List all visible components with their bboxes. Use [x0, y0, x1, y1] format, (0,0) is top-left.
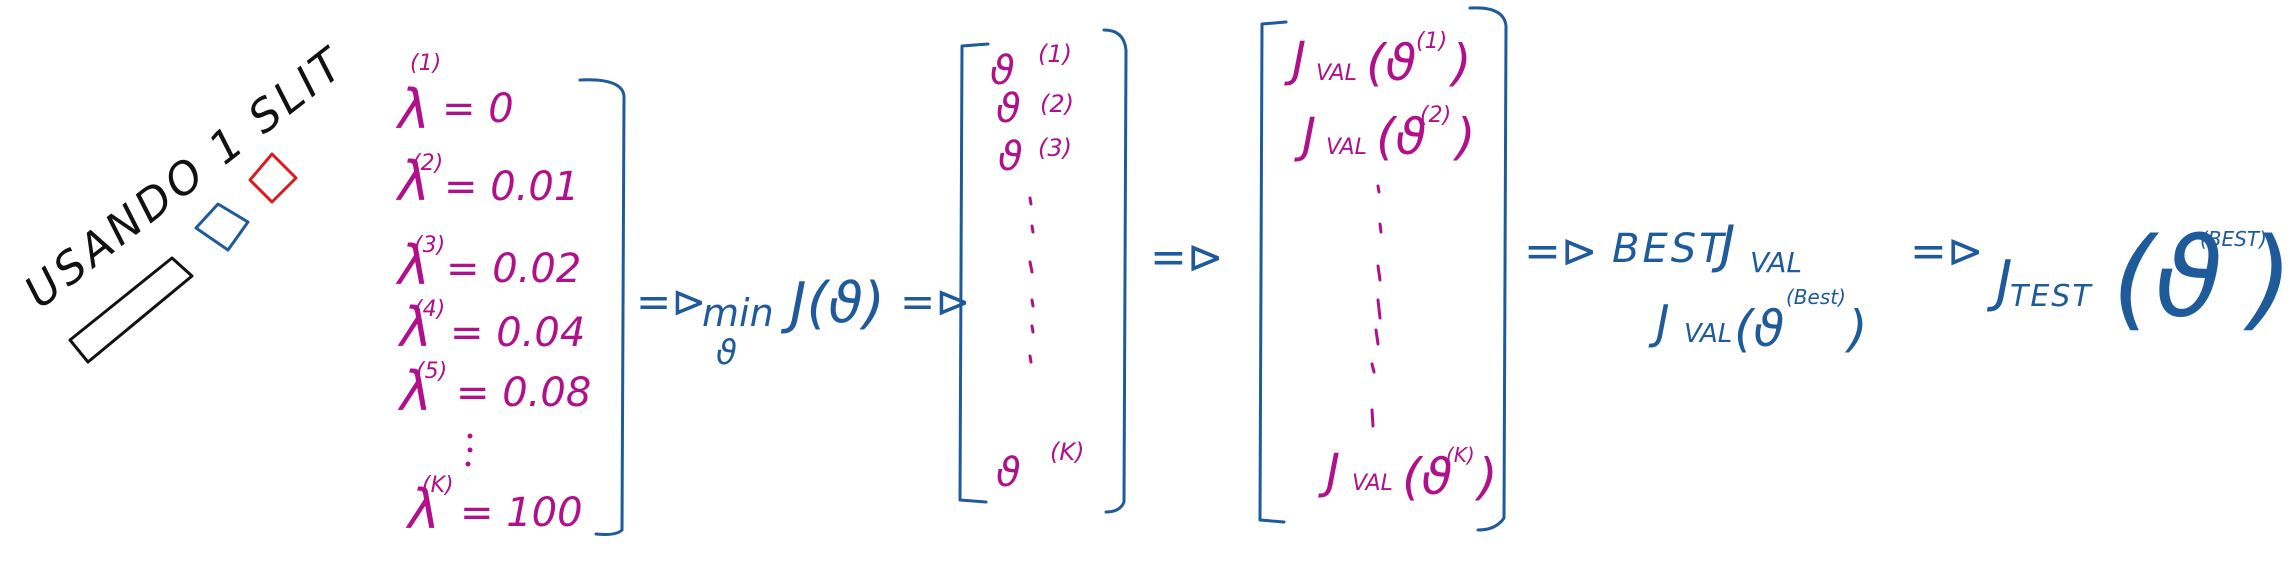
test-close-paren: )	[2243, 214, 2290, 342]
best-line2-subscript: VAL	[1684, 319, 1732, 349]
jval-superscript: (2)	[1420, 103, 1451, 128]
lambda-superscript: (4)	[414, 297, 445, 322]
lambda-value: = 0.02	[446, 246, 581, 292]
jval-argument: (ϑ	[1366, 34, 1416, 92]
jval-close-paren: )	[1474, 448, 1498, 506]
header-text: USANDO 1 SLIT	[15, 37, 355, 318]
arrow-5: =⊳	[1910, 226, 1984, 277]
jval-superscript: (K)	[1446, 443, 1475, 467]
minimize-block: min ϑ J(ϑ)	[702, 271, 885, 373]
arrow-1: =⊳	[636, 277, 706, 326]
jval-k: J VAL (ϑ (K) )	[1318, 443, 1498, 506]
jval-1: J VAL (ϑ (1) )	[1284, 29, 1472, 92]
jval-2: J VAL (ϑ (2) )	[1294, 103, 1476, 166]
lambda-symbol: λ	[395, 234, 430, 297]
arrow-3: =⊳	[1150, 232, 1224, 283]
jval-dots	[1370, 184, 1383, 428]
lambda-superscript: (K)	[422, 473, 454, 498]
jval-subscript: VAL	[1326, 135, 1367, 160]
min-label: min	[702, 291, 774, 335]
lambda-1: λ (1) = 0	[395, 51, 514, 141]
theta-close-bracket	[1102, 28, 1128, 514]
theta-superscript: (3)	[1038, 134, 1072, 162]
cost-function: J(ϑ)	[780, 271, 885, 336]
lambda-symbol: λ	[397, 296, 432, 359]
theta-superscript: (2)	[1040, 90, 1074, 118]
header-note: USANDO 1 SLIT	[15, 37, 355, 318]
theta-2: ϑ (2)	[996, 86, 1074, 132]
lambda-5: λ (5) = 0.08	[397, 359, 591, 423]
lambda-value: = 0.08	[456, 370, 591, 416]
arrow-4: =⊳	[1524, 226, 1598, 277]
lambda-dots	[465, 433, 473, 467]
lambda-superscript: (3)	[414, 233, 445, 258]
best-line2-close-paren: )	[1844, 300, 1868, 358]
black-bar-shape	[68, 256, 194, 364]
arrow-2: =⊳	[900, 277, 970, 326]
theta-dots	[1028, 196, 1035, 364]
lambda-superscript: (5)	[416, 359, 447, 384]
test-argument: (ϑ	[2112, 214, 2223, 342]
lambda-symbol: λ	[395, 78, 430, 141]
lambda-symbol: λ	[395, 150, 430, 213]
theta-symbol: ϑ	[996, 86, 1021, 132]
jval-function: J	[1294, 108, 1316, 164]
jval-close-bracket	[1468, 6, 1508, 532]
jval-close-paren: )	[1452, 108, 1476, 166]
test-function: J	[1986, 249, 2013, 314]
jval-function: J	[1284, 32, 1306, 88]
jval-subscript: VAL	[1352, 471, 1393, 496]
best-block: BEST J VAL J VAL (ϑ (Best) )	[1612, 215, 1868, 358]
lambda-superscript: (2)	[412, 151, 443, 176]
jval-function: J	[1318, 444, 1340, 500]
test-block: J TEST (ϑ (BEST) )	[1986, 214, 2290, 342]
lambda-symbol: λ	[405, 478, 440, 541]
lambda-close-bracket	[578, 78, 626, 536]
best-subscript: VAL	[1750, 246, 1802, 279]
jval-subscript: VAL	[1316, 61, 1357, 86]
blue-square-shape	[194, 202, 250, 252]
test-subscript: TEST	[2010, 279, 2093, 314]
lambda-symbol: λ	[397, 360, 432, 423]
lambda-list: λ (1) = 0 λ (2) = 0.01 λ (3) = 0.02 λ (4…	[395, 51, 591, 541]
jval-list: J VAL (ϑ (1) ) J VAL (ϑ (2) ) J VAL (ϑ (…	[1284, 29, 1498, 506]
lambda-value: = 100	[460, 490, 583, 536]
lambda-2: λ (2) = 0.01	[395, 150, 579, 213]
jval-close-paren: )	[1448, 34, 1472, 92]
lambda-3: λ (3) = 0.02	[395, 233, 581, 297]
theta-symbol: ϑ	[990, 48, 1015, 94]
test-superscript: (BEST)	[2200, 227, 2267, 251]
theta-superscript: (K)	[1050, 438, 1084, 466]
best-line2-superscript: (Best)	[1786, 285, 1846, 309]
theta-1: ϑ (1)	[990, 40, 1072, 94]
theta-open-bracket	[958, 42, 990, 504]
lambda-value: = 0.01	[444, 164, 579, 210]
theta-k: ϑ (K)	[996, 438, 1084, 496]
jval-argument: (ϑ	[1402, 448, 1452, 506]
jval-argument: (ϑ	[1376, 108, 1426, 166]
theta-3: ϑ (3)	[998, 134, 1072, 180]
best-line2-function: J	[1648, 295, 1670, 349]
best-line2-argument: (ϑ	[1734, 300, 1784, 358]
theta-symbol: ϑ	[996, 450, 1021, 496]
best-label: BEST	[1612, 226, 1727, 272]
red-square-shape	[248, 152, 298, 204]
lambda-value: = 0	[442, 86, 514, 132]
lambda-4: λ (4) = 0.04	[397, 296, 585, 359]
lambda-k: λ (K) = 100	[405, 473, 583, 541]
jval-open-bracket	[1258, 20, 1288, 524]
jval-superscript: (1)	[1416, 29, 1447, 54]
lambda-value: = 0.04	[450, 310, 585, 356]
theta-superscript: (1)	[1038, 40, 1072, 68]
theta-symbol: ϑ	[998, 134, 1023, 180]
min-variable: ϑ	[716, 333, 737, 373]
theta-list: ϑ (1) ϑ (2) ϑ (3) ϑ (K)	[990, 40, 1084, 496]
lambda-superscript: (1)	[410, 51, 441, 76]
